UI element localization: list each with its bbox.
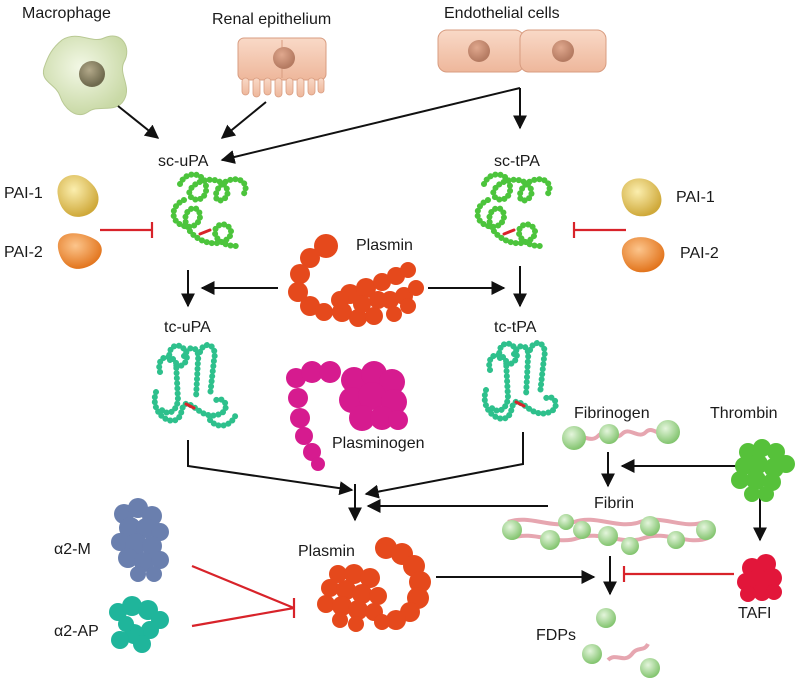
- activation-arrows: [117, 87, 767, 596]
- tafi-molecule: [737, 554, 782, 602]
- fdps-fragments: [582, 608, 660, 678]
- renal-epithelium-cell: [237, 37, 327, 98]
- pai-1-right: [621, 178, 662, 217]
- a2m-molecule: [111, 498, 169, 582]
- pai-1-left: [57, 174, 99, 217]
- label-pai1-right: PAI-1: [676, 189, 715, 206]
- arrow-endothelium-to-scupa: [220, 87, 521, 164]
- arrow-macrophage-to-scupa: [117, 105, 160, 139]
- arrow-tcupa-to-plasmin: [187, 440, 354, 496]
- tc-upa-protein: [151, 342, 239, 429]
- label-fibrin: Fibrin: [594, 495, 634, 512]
- label-plasmin-top: Plasmin: [356, 237, 413, 254]
- label-tafi: TAFI: [738, 605, 771, 622]
- macrophage-cell: [42, 35, 128, 116]
- plasminogen-molecule: [286, 361, 408, 471]
- label-pai1-left: PAI-1: [4, 185, 43, 202]
- sc-upa-protein: [170, 171, 249, 249]
- label-endothelial-cells: Endothelial cells: [444, 5, 560, 22]
- label-a2ap: α2-AP: [54, 623, 99, 640]
- fibrinogen-molecule: [562, 420, 680, 450]
- pai-2-right: [621, 237, 665, 273]
- fibrin-mesh: [502, 514, 716, 555]
- label-a2m: α2-M: [54, 541, 91, 558]
- label-plasminogen: Plasminogen: [332, 435, 425, 452]
- label-renal-epithelium: Renal epithelium: [212, 11, 331, 28]
- label-pai2-right: PAI-2: [680, 245, 719, 262]
- arrow-tctpa-to-plasmin: [364, 432, 524, 499]
- pai-2-left: [57, 233, 102, 269]
- label-fibrinogen: Fibrinogen: [574, 405, 650, 422]
- plasmin-top-molecule: [288, 234, 424, 327]
- label-macrophage: Macrophage: [22, 5, 111, 22]
- label-pai2-left: PAI-2: [4, 244, 43, 261]
- label-sc-tpa: sc-tPA: [494, 153, 540, 170]
- label-fdps: FDPs: [536, 627, 576, 644]
- thrombin-molecule: [731, 439, 795, 502]
- arrow-epithelium-to-scupa: [220, 101, 267, 139]
- label-sc-upa: sc-uPA: [158, 153, 209, 170]
- endothelial-cells: [437, 29, 607, 73]
- plasmin-bottom-molecule: [317, 537, 431, 632]
- label-tc-tpa: tc-tPA: [494, 319, 537, 336]
- label-tc-upa: tc-uPA: [164, 319, 211, 336]
- sc-tpa-protein: [474, 171, 553, 249]
- label-thrombin: Thrombin: [710, 405, 778, 422]
- label-plasmin-bottom: Plasmin: [298, 543, 355, 560]
- inhibition-lines: [100, 222, 734, 628]
- a2ap-molecule: [109, 596, 169, 653]
- tc-tpa-protein: [481, 340, 559, 422]
